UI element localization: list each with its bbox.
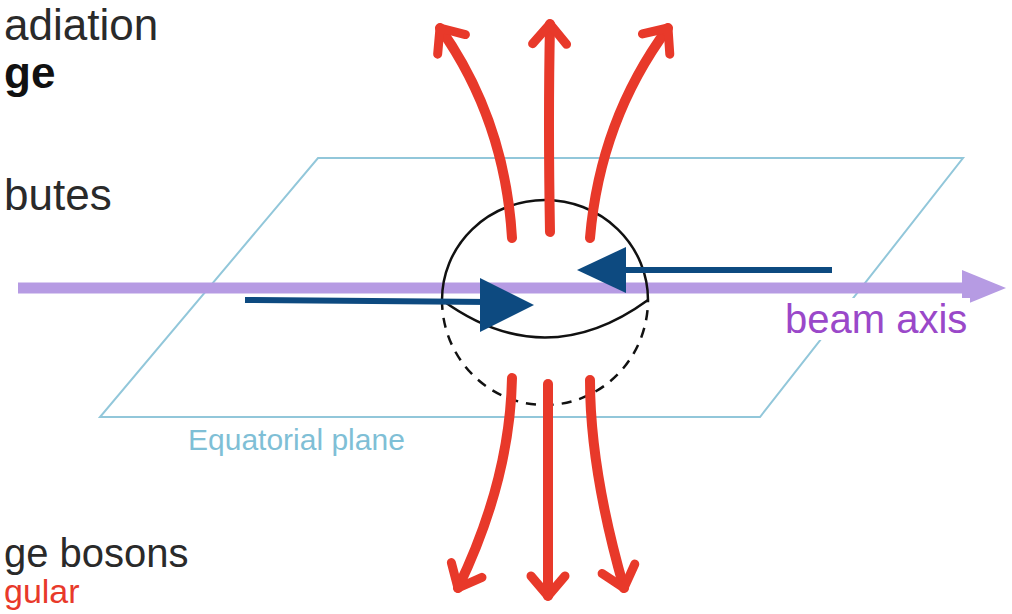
radiation-arrows	[440, 24, 668, 596]
radiation-arrow	[590, 28, 668, 238]
radiation-arrow	[458, 378, 512, 588]
slide-text: ge	[4, 50, 55, 96]
radiation-arrow	[440, 28, 512, 238]
slide-text: adiation	[4, 2, 158, 48]
radiation-arrow	[543, 384, 553, 596]
incoming-beam-head	[480, 278, 534, 332]
slide-text: gular	[4, 574, 80, 610]
incoming-beam	[620, 267, 832, 273]
plane-label: Equatorial plane	[188, 424, 405, 456]
axis-label: beam axis	[782, 298, 970, 340]
incoming-beam	[245, 300, 490, 302]
incoming-beam-head	[577, 247, 626, 293]
radiation-arrow	[549, 24, 550, 232]
equator-outline	[442, 300, 648, 338]
slide-text: butes	[4, 172, 112, 218]
radiation-arrow	[590, 380, 624, 588]
slide-text: ge bosons	[4, 532, 189, 574]
